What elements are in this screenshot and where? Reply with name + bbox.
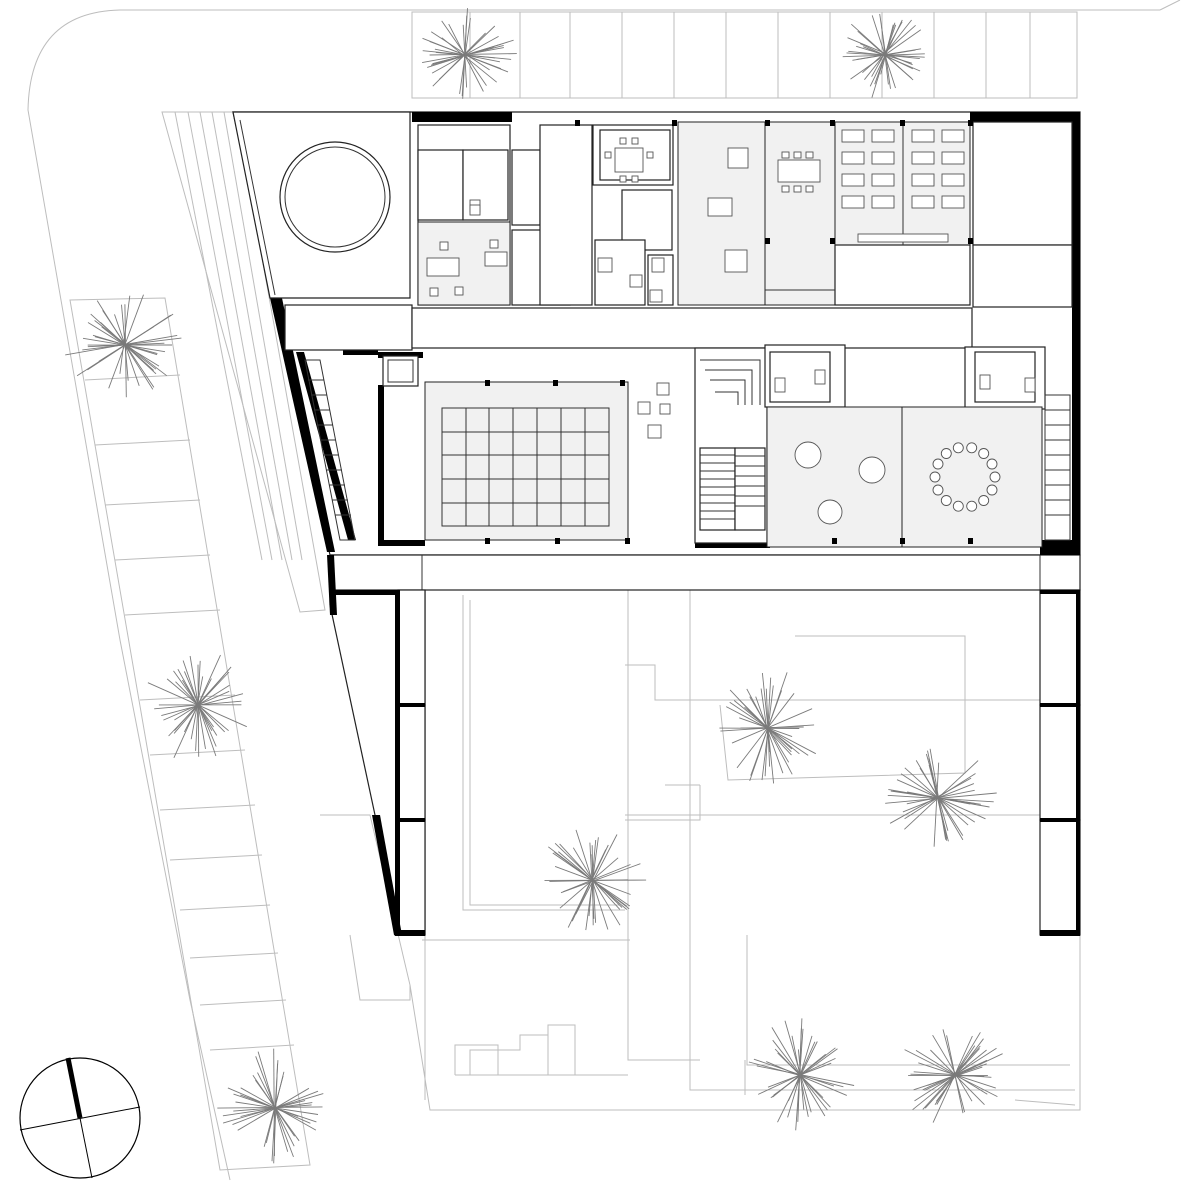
tree-icon: [147, 654, 247, 758]
tree-icon: [748, 1018, 855, 1131]
covered-walkway: [329, 554, 1081, 591]
chair: [986, 458, 998, 470]
chair: [989, 471, 1001, 483]
north-arrow-circle-icon: [19, 1057, 141, 1179]
structural-walls: [270, 112, 1080, 936]
chair: [932, 458, 944, 470]
multipurpose-hall: [424, 381, 629, 541]
chair: [929, 471, 941, 483]
west-pergola-cells: [397, 589, 426, 936]
street-curb-inner: [1159, 0, 1181, 11]
tree-icon: [885, 748, 997, 847]
trees: [65, 8, 1003, 1164]
chair: [966, 442, 978, 454]
tree-icon: [422, 8, 517, 99]
chair: [952, 500, 964, 512]
tree-icon: [65, 294, 182, 398]
east-pergola-cells: [1039, 589, 1081, 936]
central-staircase: [694, 347, 768, 544]
west-staircase: [304, 359, 356, 541]
circle-of-chairs: [929, 442, 1001, 512]
garden-boundaries: [320, 590, 1081, 1111]
tree-icon: [904, 1029, 1003, 1123]
furniture: [426, 120, 1036, 544]
chair: [940, 448, 952, 459]
east-staircase: [1044, 394, 1071, 541]
tree-icon: [544, 829, 647, 931]
circular-court: [279, 141, 391, 253]
chair: [978, 495, 990, 506]
chair: [978, 448, 990, 459]
chair: [932, 484, 944, 496]
chair: [952, 442, 964, 454]
tree-icon: [217, 1048, 324, 1164]
central-hall: [284, 304, 1071, 548]
chair: [966, 500, 978, 512]
building: [232, 111, 1081, 936]
tree-icon: [842, 13, 925, 98]
terrace-steps: [161, 111, 326, 613]
tree-icon: [719, 672, 817, 784]
chair: [940, 495, 952, 506]
paving-top: [411, 11, 1078, 99]
chair: [986, 484, 998, 496]
street-curb-outer: [27, 9, 1160, 1181]
paving-left: [69, 297, 311, 1171]
